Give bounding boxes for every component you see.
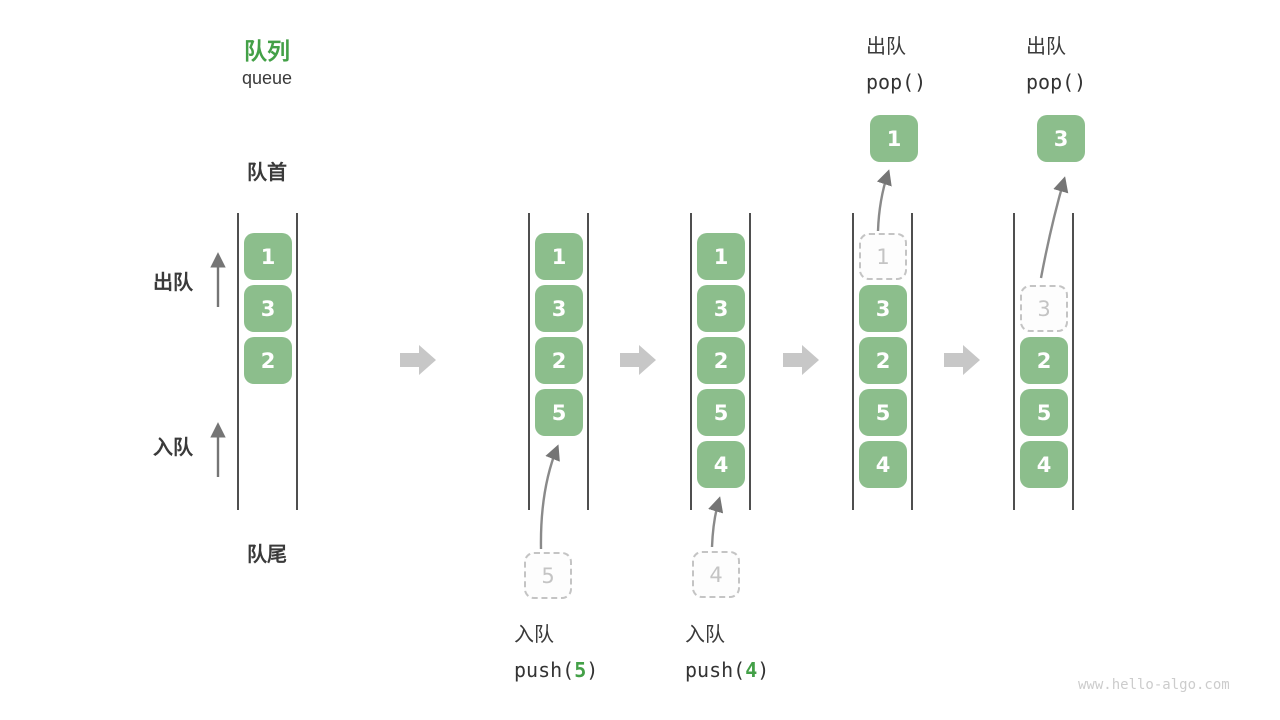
code-post: ) [586,658,599,682]
pending-item: 4 [692,551,740,598]
removed-item-ghost: 3 [1020,285,1068,332]
code-pre: push( [514,658,575,682]
queue-item: 5 [859,389,907,436]
queue-rear-label: 队尾 [247,544,287,566]
queue-item: 2 [1020,337,1068,384]
op-code: pop() [866,70,927,94]
watermark: www.hello-algo.com [1078,677,1230,693]
queue-column-2: 1 3 2 5 [528,213,589,510]
queue-item: 3 [697,285,745,332]
enqueue-op-label-1: 入队 push(5) [514,618,598,682]
queue-item: 4 [859,441,907,488]
op-code: push(4) [685,658,769,682]
queue-item: 5 [1020,389,1068,436]
queue-column-1: 1 3 2 [237,213,298,510]
op-kanji: 出队 [1026,36,1066,58]
removed-item-ghost: 1 [859,233,907,280]
queue-item: 1 [244,233,292,280]
queue-front-label: 队首 [247,162,287,184]
op-kanji: 入队 [514,624,554,646]
queue-item: 1 [535,233,583,280]
right-block-arrow-icon [400,345,436,375]
popped-item: 3 [1037,115,1085,162]
queue-column-3: 1 3 2 5 4 [690,213,751,510]
op-code: pop() [1026,70,1087,94]
enqueue-op-label-2: 入队 push(4) [685,618,769,682]
op-kanji: 入队 [685,624,725,646]
op-kanji: 出队 [866,36,906,58]
diagram-title-en: queue [241,68,293,88]
op-code: push(5) [514,658,598,682]
diagram-title-zh: 队列 [244,38,290,64]
right-block-arrow-icon [620,345,656,375]
pending-item: 5 [524,552,572,599]
queue-item: 2 [244,337,292,384]
queue-item: 3 [244,285,292,332]
dequeue-direction-label: 出队 [153,272,193,294]
queue-item: 3 [859,285,907,332]
code-arg: 5 [574,658,587,682]
right-block-arrow-icon [944,345,980,375]
queue-column-4: 1 3 2 5 4 [852,213,913,510]
queue-item: 5 [535,389,583,436]
queue-item: 4 [697,441,745,488]
queue-item: 2 [859,337,907,384]
queue-item: 2 [535,337,583,384]
code-pre: push( [685,658,746,682]
queue-item: 4 [1020,441,1068,488]
popped-item: 1 [870,115,918,162]
dequeue-op-label-1: 出队 pop() [866,30,926,94]
code-arg: 4 [745,658,758,682]
queue-column-5: 3 2 5 4 [1013,213,1074,510]
dequeue-op-label-2: 出队 pop() [1026,30,1086,94]
code-post: ) [757,658,770,682]
queue-item: 2 [697,337,745,384]
right-block-arrow-icon [783,345,819,375]
enqueue-direction-label: 入队 [153,437,193,459]
queue-item: 1 [697,233,745,280]
queue-item: 3 [535,285,583,332]
queue-item: 5 [697,389,745,436]
